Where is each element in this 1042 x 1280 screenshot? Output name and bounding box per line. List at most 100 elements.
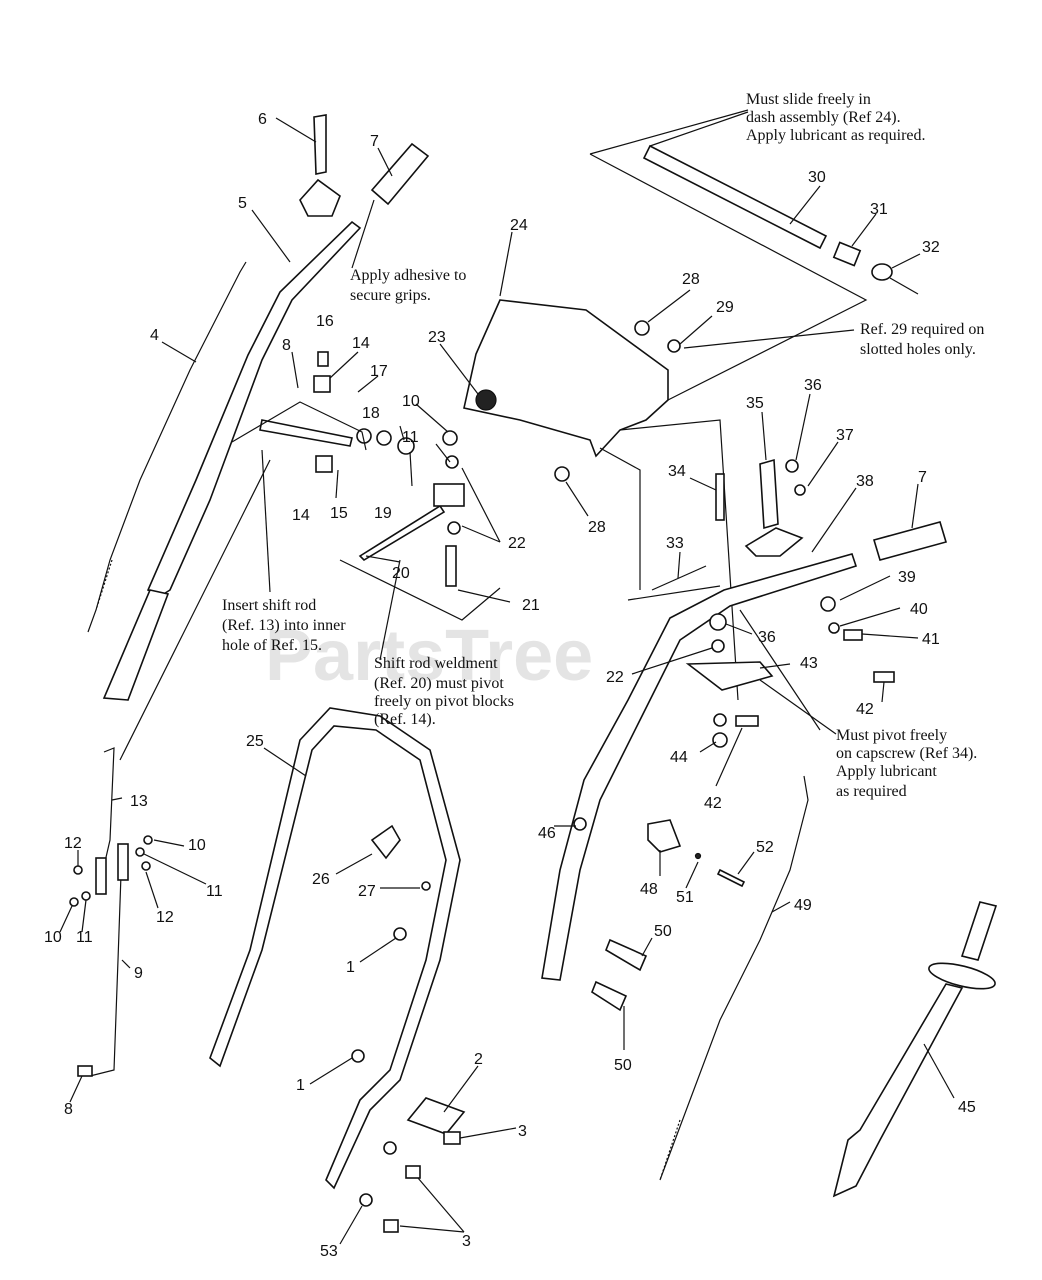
watermark: PartsTree [265,616,593,696]
label-28: 28 [682,271,700,288]
assembly-bracket-lower [339,559,501,621]
label-2: 2 [474,1051,483,1068]
label-10c: 10 [44,929,62,946]
washer-51 [694,852,702,860]
label-17: 17 [370,363,388,380]
bracket-13 [95,857,107,895]
note-shift-line1: Shift rod weldment [374,655,498,672]
shift-knob-23 [475,389,497,411]
label-21: 21 [522,597,540,614]
label-15: 15 [330,505,348,522]
label-36: 36 [804,377,822,394]
pivot-block-14-lower [315,455,333,473]
label-23: 23 [428,329,446,346]
handle-lower-section-left [102,589,170,701]
label-12: 12 [64,835,82,852]
label-26: 26 [312,871,330,888]
bracket-43 [685,661,774,691]
cap-32 [871,263,893,281]
nut-29 [667,339,681,353]
bracket-9 [117,843,129,881]
handle-grip-left [370,142,430,206]
label-16: 16 [316,313,334,330]
label-14: 14 [352,335,370,352]
label-42b: 42 [704,795,722,812]
note-slide-line1: Must slide freely in [746,91,871,108]
pivot-block-14-upper [313,375,331,393]
shift-lever-right-35 [759,458,779,530]
label-25: 25 [246,733,264,750]
part-37 [794,484,806,496]
label-11: 11 [402,429,419,446]
washer-19 [397,437,415,455]
bolt-3a [443,1131,461,1145]
label-8: 8 [282,337,291,354]
note-insert-line3: hole of Ref. 15. [222,637,322,654]
shift-cable-spring [95,559,113,611]
nut-10 [442,430,458,446]
label-36b: 36 [758,629,776,646]
nut-28-lower [554,466,570,482]
label-52: 52 [756,839,774,856]
nut-1a [393,927,407,941]
label-6: 6 [258,111,267,128]
label-28b: 28 [588,519,606,536]
label-5: 5 [238,195,247,212]
cable-49-spring [659,1119,681,1181]
note-adhesive-line2: secure grips. [350,287,431,304]
label-27: 27 [358,883,376,900]
label-11b: 11 [206,883,223,900]
label-3b: 3 [462,1233,471,1250]
note-pivot-line2: on capscrew (Ref 34). [836,745,977,762]
label-1b: 1 [296,1077,305,1094]
label-22b: 22 [606,669,624,686]
label-37: 37 [836,427,854,444]
label-30: 30 [808,169,826,186]
nut-36-lower [709,613,727,631]
label-22: 22 [508,535,526,552]
lower-handle [209,707,461,1190]
note-adhesive-line1: Apply adhesive to [350,267,466,284]
shift-rod-15 [259,419,353,447]
clean-out-tool-shaft [832,983,964,1198]
note-shift-line2: (Ref. 20) must pivot [374,675,504,692]
bolt-41 [843,629,863,641]
washer-40 [828,622,840,634]
label-1: 1 [346,959,355,976]
label-10b: 10 [188,837,206,854]
bushing-18b [376,430,392,446]
screw-52 [716,868,746,888]
label-41: 41 [922,631,940,648]
shift-lever-plate [299,178,341,217]
nut-46 [573,817,587,831]
shift-lever-right-plate [744,527,804,557]
washer-44a [713,713,727,727]
clean-out-tool-grip [960,901,998,961]
rod-30 [642,144,828,250]
bolt-50-lower [591,980,628,1012]
label-40: 40 [910,601,928,618]
label-32: 32 [922,239,940,256]
label-13: 13 [130,793,148,810]
knob-26 [370,824,401,860]
note-shift-line4: (Ref. 14). [374,711,436,728]
rod-13-link [119,459,271,761]
washer-53a [383,1141,397,1155]
spring-31 [832,241,862,267]
label-24: 24 [510,217,528,234]
dash-bracket-center [599,447,641,590]
label-3: 3 [518,1123,527,1140]
spring-33 [651,565,707,591]
nut-36-upper [785,459,799,473]
bolt-12b [141,861,151,871]
bolt-3c [383,1219,399,1233]
label-53: 53 [320,1243,338,1260]
label-4: 4 [150,327,159,344]
label-51: 51 [676,889,694,906]
label-35: 35 [746,395,764,412]
label-50b: 50 [614,1057,632,1074]
note-pivot-line4: as required [836,783,907,800]
leader-lines [59,111,955,1245]
label-9: 9 [134,965,143,982]
bolt-42-right [873,671,895,683]
